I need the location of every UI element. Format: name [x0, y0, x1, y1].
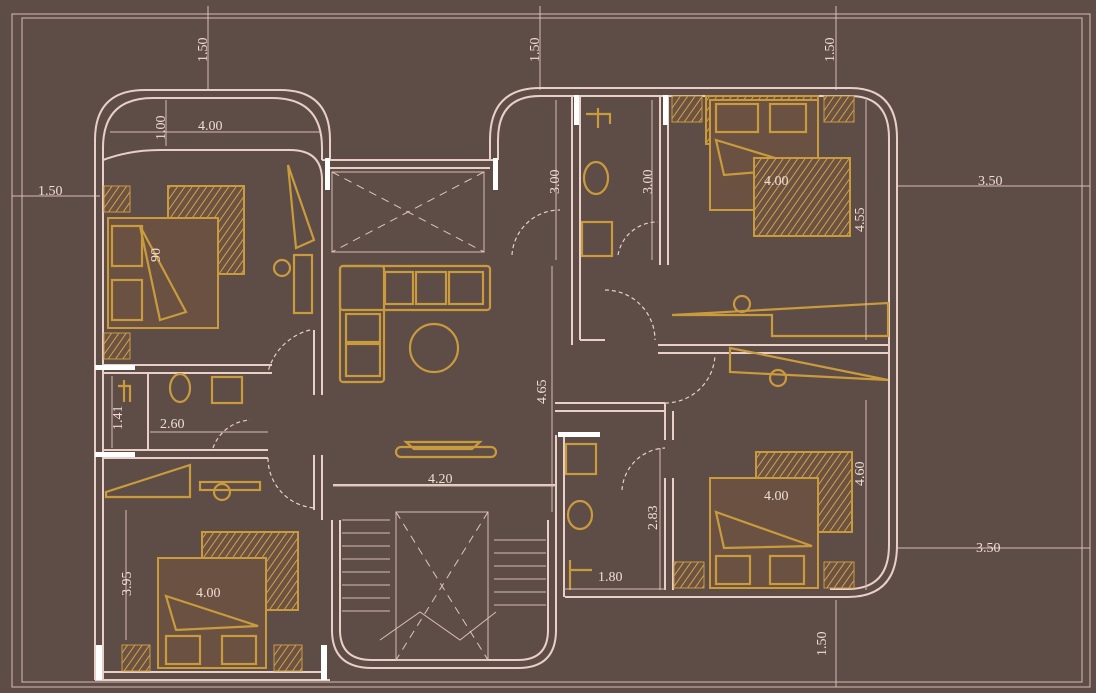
- interior-walls: [102, 96, 889, 597]
- bedroom-lower-right: [673, 451, 855, 589]
- exterior-walls: [94, 87, 898, 681]
- dim-bath-283: 2.83: [646, 506, 661, 531]
- dim-hall-300b: 3.00: [641, 170, 656, 195]
- dimension-labels: 1.50 1.50 1.50 1.50 1.00 4.00 90 3.00 3.…: [38, 38, 1003, 657]
- bath-lower-right: [564, 442, 598, 590]
- dim-bath-180: 1.80: [598, 570, 623, 585]
- dim-upper-left-4: 4.00: [198, 119, 223, 134]
- dim-left-395: 3.95: [120, 572, 135, 597]
- dim-bottom-150: 1.50: [815, 632, 830, 657]
- bedroom-upper-right: [671, 95, 890, 388]
- dim-left-260: 2.60: [160, 417, 185, 432]
- dim-top-right: 1.50: [823, 38, 838, 63]
- void-shaft: [331, 171, 485, 253]
- bedroom-upper-left: [103, 164, 316, 360]
- dim-right-4-60: 4.60: [853, 462, 868, 487]
- bedroom-lower-left: [104, 463, 303, 672]
- doors: [212, 209, 716, 509]
- dim-upper-left-1: 1.00: [154, 116, 169, 141]
- dim-right-side-2: 3.50: [976, 541, 1001, 556]
- dim-right-4-55: 4.55: [853, 208, 868, 233]
- windows: [95, 95, 668, 680]
- dim-right-side: 3.50: [978, 174, 1003, 189]
- dimension-lines: [110, 100, 867, 640]
- bath-upper-right: [580, 108, 614, 258]
- dim-bed-left-90: 90: [149, 248, 164, 262]
- dim-bottom-bed-4: 4.00: [196, 586, 221, 601]
- dim-right-bed2-4: 4.00: [764, 489, 789, 504]
- dim-central-465: 4.65: [535, 380, 550, 405]
- dim-right-bed-4: 4.00: [764, 174, 789, 189]
- dim-hall-300a: 3.00: [548, 170, 563, 195]
- dim-top-left: 1.50: [196, 38, 211, 63]
- dim-left-side: 1.50: [38, 184, 63, 199]
- dim-central-420: 4.20: [428, 472, 453, 487]
- bath-left: [118, 372, 244, 405]
- site-boundary: [11, 6, 1091, 688]
- dim-left-141: 1.41: [111, 406, 126, 431]
- dim-top-mid: 1.50: [528, 38, 543, 63]
- staircase: [342, 511, 546, 661]
- living-furniture: [338, 264, 498, 459]
